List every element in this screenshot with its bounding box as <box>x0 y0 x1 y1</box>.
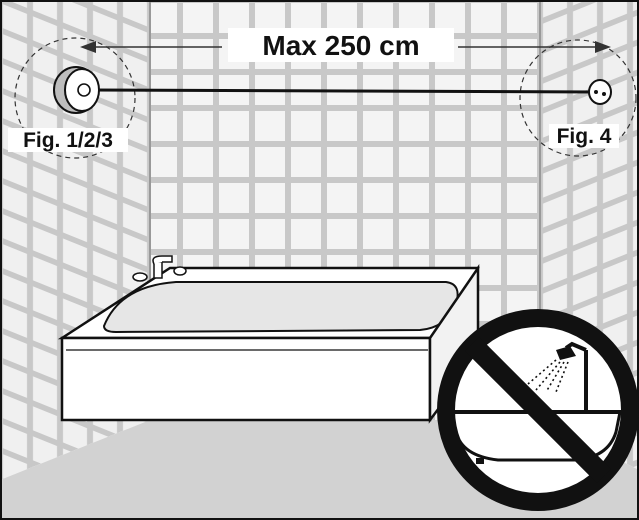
faucet-icon <box>132 255 187 282</box>
prohibition-sign <box>437 309 639 511</box>
right-fixture-label: Fig. 4 <box>557 125 612 148</box>
left-fixture-label: Fig. 1/2/3 <box>23 129 113 152</box>
connection-cable <box>89 88 598 94</box>
right-fixture-dashed-circle <box>519 39 637 157</box>
dimension-label: Max 250 cm <box>262 30 419 61</box>
left-wall-unit-icon <box>53 66 100 114</box>
right-wall-socket-icon <box>588 79 612 105</box>
left-fixture-dashed-circle <box>14 37 136 159</box>
bathtub <box>57 263 480 424</box>
dimension-arrow <box>80 41 611 53</box>
